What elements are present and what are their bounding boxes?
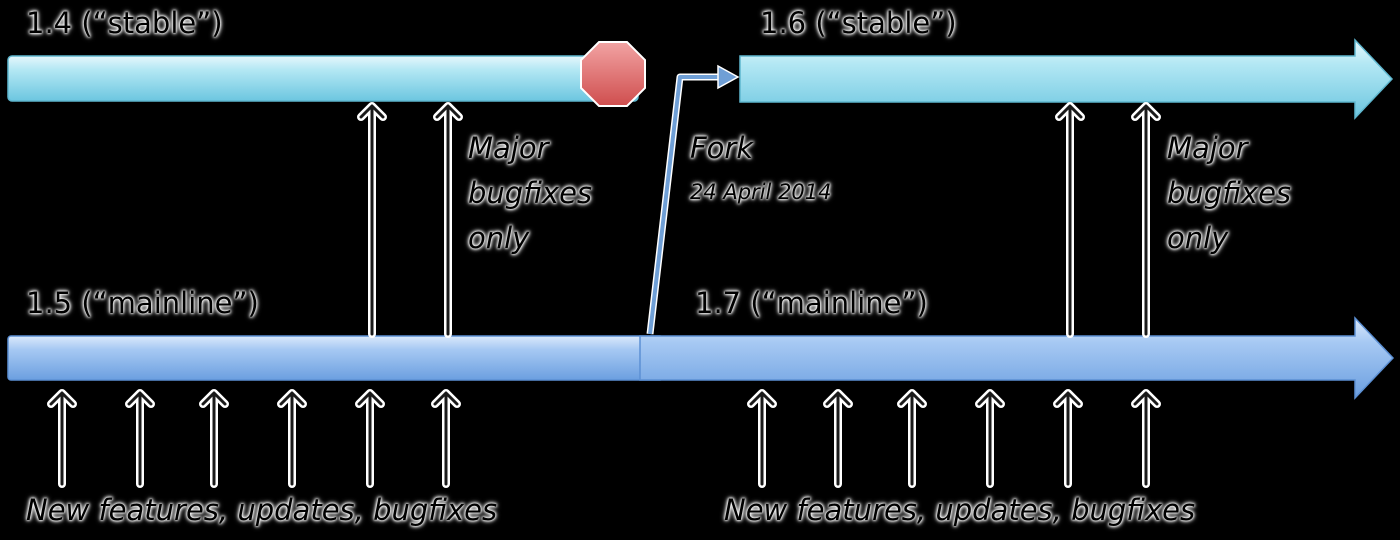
- note-major-bugfixes-1-6: Major bugfixes only: [1167, 131, 1292, 255]
- merge-up-arrow-icon: [1055, 102, 1085, 338]
- contribution-up-arrow-icon: [47, 389, 77, 488]
- branch-label-1-6: 1.6 (“stable”): [760, 6, 957, 40]
- contribution-up-arrow-icon: [823, 389, 853, 488]
- contribution-up-arrow-icon: [355, 389, 385, 488]
- note-major-bugfixes-1-4: Major bugfixes only: [468, 131, 593, 255]
- fork-line: [646, 64, 740, 335]
- branch-bar-1-6-stable: [739, 38, 1394, 120]
- contribution-up-arrow-icon: [1131, 389, 1161, 488]
- merge-up-arrow-icon: [357, 102, 387, 338]
- fork-label: Fork: [690, 131, 754, 165]
- contribution-up-arrow-icon: [897, 389, 927, 488]
- caption-left: New features, updates, bugfixes: [26, 493, 498, 527]
- branch-bar-1-5-mainline: [7, 335, 664, 381]
- merge-up-arrow-icon: [433, 102, 463, 338]
- caption-right: New features, updates, bugfixes: [724, 493, 1196, 527]
- stop-octagon-icon: [580, 41, 646, 107]
- branch-label-1-4: 1.4 (“stable”): [26, 6, 223, 40]
- branch-label-1-5: 1.5 (“mainline”): [26, 286, 259, 320]
- contribution-up-arrow-icon: [125, 389, 155, 488]
- contribution-up-arrow-icon: [431, 389, 461, 488]
- merge-up-arrow-icon: [1131, 102, 1161, 338]
- contribution-up-arrow-icon: [975, 389, 1005, 488]
- branch-bar-1-4-stable: [7, 55, 639, 102]
- contribution-up-arrow-icon: [1053, 389, 1083, 488]
- contribution-up-arrow-icon: [277, 389, 307, 488]
- fork-date: 24 April 2014: [690, 180, 832, 204]
- contribution-up-arrow-icon: [747, 389, 777, 488]
- branch-bar-1-7-mainline: [639, 316, 1395, 400]
- contribution-up-arrow-icon: [199, 389, 229, 488]
- branch-label-1-7: 1.7 (“mainline”): [695, 286, 928, 320]
